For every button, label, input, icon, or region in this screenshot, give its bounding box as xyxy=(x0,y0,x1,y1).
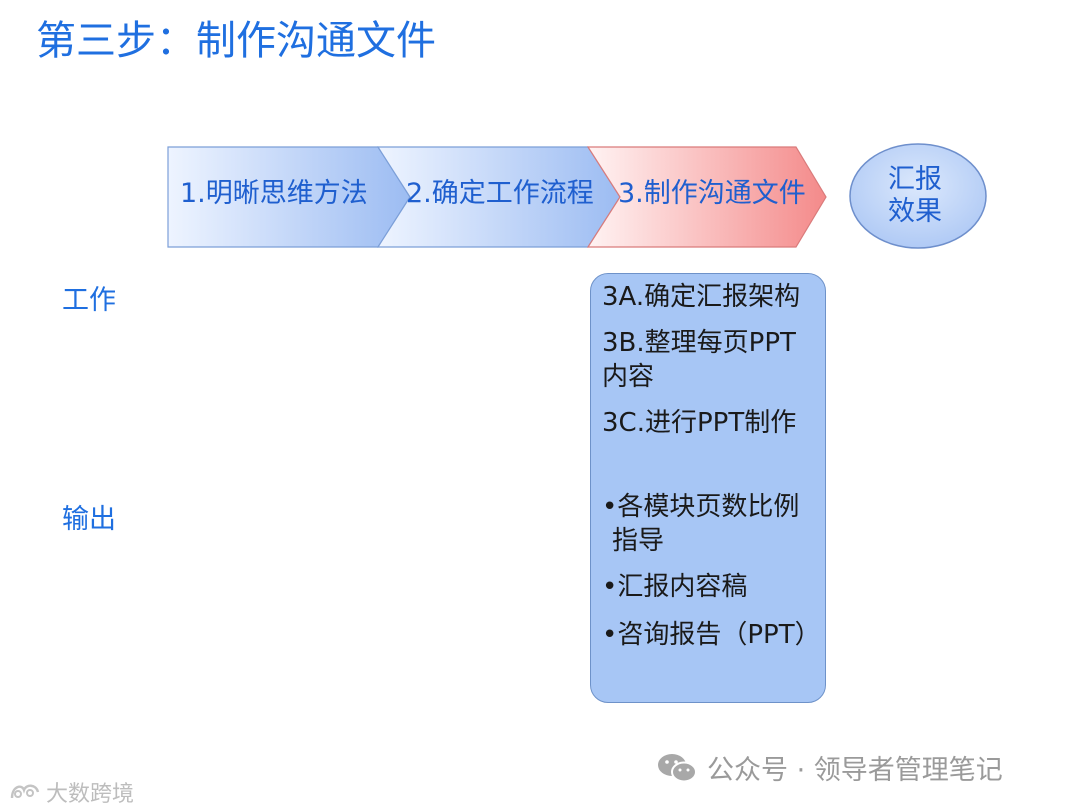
output-item-2: •汇报内容稿 xyxy=(602,572,748,602)
output-item-3: •咨询报告（PPT） xyxy=(602,620,821,650)
step-3-chevron xyxy=(586,146,827,248)
wechat-icon xyxy=(658,753,697,782)
step-3-label: 3.制作沟通文件 xyxy=(618,178,806,209)
row-label-work: 工作 xyxy=(62,285,116,316)
work-item-3b-cont: 内容 xyxy=(602,362,655,392)
work-item-3c: 3C.进行PPT制作 xyxy=(602,408,797,438)
row-label-output: 输出 xyxy=(62,504,116,535)
process-flow xyxy=(167,143,987,249)
work-item-3b: 3B.整理每页PPT xyxy=(602,328,796,358)
brand-watermark: 大数跨境 xyxy=(8,776,134,808)
step-3-detail-panel xyxy=(590,273,826,703)
wechat-watermark-text: 公众号 · 领导者管理笔记 xyxy=(707,755,1003,786)
result-label: 汇报 效果 xyxy=(856,164,974,228)
result-label-line2: 效果 xyxy=(888,196,942,227)
step-1-label: 1.明晰思维方法 xyxy=(180,178,368,209)
step-2-label: 2.确定工作流程 xyxy=(406,178,594,209)
output-item-1: •各模块页数比例 xyxy=(602,492,800,522)
output-item-1-cont: 指导 xyxy=(612,526,665,556)
result-label-line1: 汇报 xyxy=(888,164,942,195)
brand-watermark-text: 大数跨境 xyxy=(46,782,135,807)
work-item-3a: 3A.确定汇报架构 xyxy=(602,282,801,312)
page-title: 第三步：制作沟通文件 xyxy=(36,18,436,64)
wechat-watermark: 公众号 · 领导者管理笔记 xyxy=(655,748,1003,787)
brand-logo-icon xyxy=(10,784,40,799)
result-ellipse xyxy=(849,143,987,249)
